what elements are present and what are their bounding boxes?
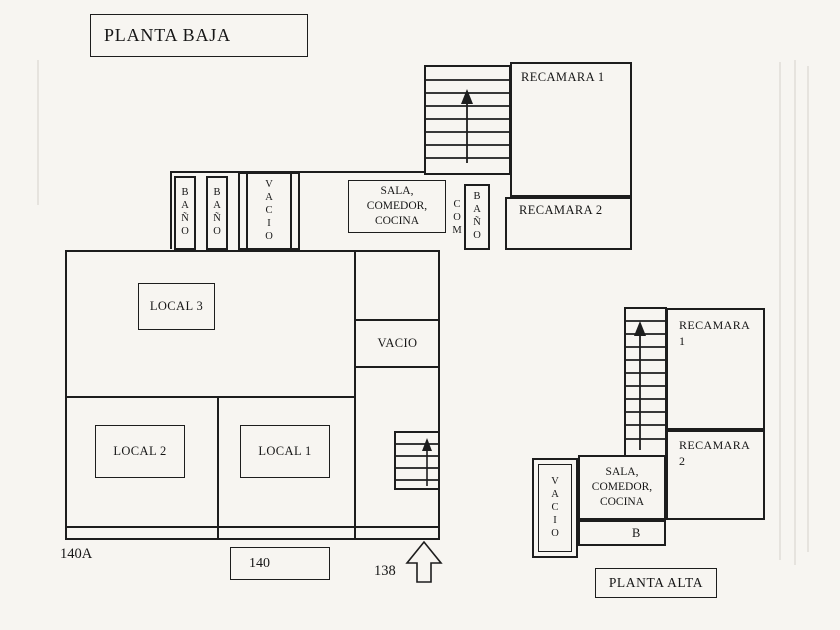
room-sala-comedor-cocina-baja: SALA, COMEDOR, COCINA bbox=[348, 180, 446, 233]
room-bano-b: BAÑO bbox=[206, 176, 228, 250]
stairs-up-arrow-icon bbox=[461, 89, 473, 163]
planta-alta-title: PLANTA ALTA bbox=[608, 575, 704, 590]
room-recamara1-baja: RECAMARA 1 bbox=[510, 62, 632, 197]
room-label: VACIO bbox=[549, 475, 561, 541]
room-label: RECAMARA 2 bbox=[519, 203, 603, 217]
main-building-outline bbox=[65, 250, 440, 540]
room-label: B bbox=[632, 525, 641, 540]
room-label: SALA, COMEDOR, COCINA bbox=[366, 185, 428, 227]
room-label: BAÑO bbox=[471, 191, 483, 243]
room-vacio-corridor: VACIO bbox=[356, 321, 439, 366]
room-label: BAÑO bbox=[179, 187, 191, 239]
room-local3: LOCAL 3 bbox=[138, 283, 215, 330]
room-bano-a: BAÑO bbox=[174, 176, 196, 250]
plan-title-box: PLANTA BAJA bbox=[90, 14, 308, 57]
room-com-label: COM bbox=[448, 190, 466, 246]
room-recamara2-alta: RECAMARA 2 bbox=[666, 430, 765, 520]
planta-alta-title-box: PLANTA ALTA bbox=[595, 568, 717, 598]
room-label: SALA, COMEDOR, COCINA bbox=[591, 466, 653, 508]
stairs-up-arrow-small-icon bbox=[422, 438, 432, 486]
scan-artifact-lines bbox=[37, 60, 809, 565]
room-label: LOCAL 2 bbox=[113, 444, 167, 458]
room-local2: LOCAL 2 bbox=[95, 425, 185, 478]
entrance-arrow-icon bbox=[405, 540, 443, 583]
stairs-up-arrow-alta-icon bbox=[634, 321, 646, 450]
room-label: COM bbox=[451, 198, 463, 238]
room-recamara1-alta: RECAMARA 1 bbox=[666, 308, 765, 430]
room-label: RECAMARA 1 bbox=[521, 70, 605, 84]
street-number-label: 138 bbox=[374, 563, 396, 579]
staircase-planta-alta bbox=[624, 307, 667, 457]
street-number-138: 138 bbox=[374, 563, 396, 580]
room-label: BAÑO bbox=[211, 187, 223, 239]
room-local1: LOCAL 1 bbox=[240, 425, 330, 478]
plan-title: PLANTA BAJA bbox=[104, 25, 231, 45]
street-number-label: 140A bbox=[60, 546, 93, 562]
street-number-label: 140 bbox=[249, 555, 270, 571]
arrow-head bbox=[634, 321, 646, 336]
room-sala-comedor-cocina-alta: SALA, COMEDOR, COCINA bbox=[578, 455, 666, 520]
arrow-head bbox=[461, 89, 473, 104]
room-vacio-alta: VACIO bbox=[532, 458, 578, 558]
room-vacio-upper: VACIO bbox=[238, 172, 300, 250]
room-label: VACIO bbox=[263, 178, 275, 244]
street-number-140a: 140A bbox=[60, 546, 92, 563]
room-label: RECAMARA 1 bbox=[679, 318, 750, 348]
arrow-head bbox=[422, 438, 432, 451]
room-vacio-alta-inner: VACIO bbox=[538, 464, 572, 552]
street-number-140-box: 140 bbox=[230, 547, 330, 580]
room-label: RECAMARA 2 bbox=[679, 438, 750, 468]
room-recamara2-baja: RECAMARA 2 bbox=[505, 197, 632, 250]
room-bano-alta: B bbox=[578, 520, 666, 546]
room-label: LOCAL 3 bbox=[149, 299, 204, 313]
room-label: LOCAL 1 bbox=[258, 444, 312, 458]
room-label: VACIO bbox=[377, 336, 418, 350]
room-bano-c: BAÑO bbox=[464, 184, 490, 250]
